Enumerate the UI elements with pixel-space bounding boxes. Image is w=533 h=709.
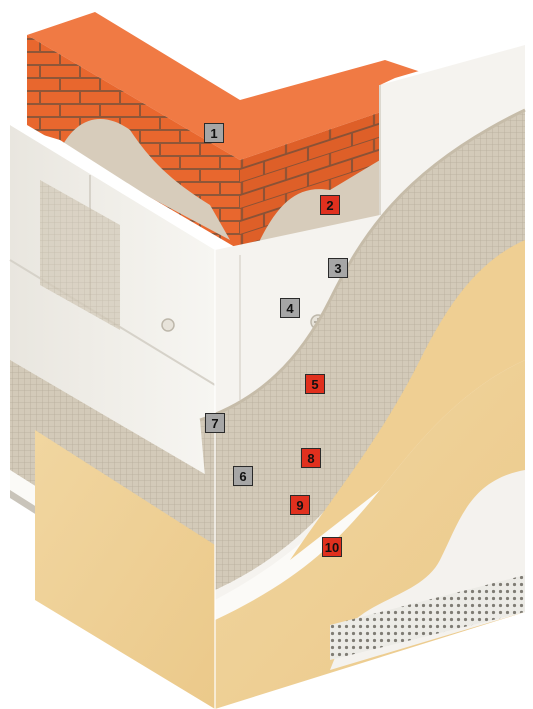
layer-marker-5: 5 bbox=[305, 374, 325, 394]
layer-marker-8: 8 bbox=[301, 448, 321, 468]
base-profile bbox=[330, 470, 525, 670]
layer-marker-9: 9 bbox=[290, 495, 310, 515]
layer-marker-1: 1 bbox=[204, 123, 224, 143]
layer-marker-3: 3 bbox=[328, 258, 348, 278]
layer-marker-2: 2 bbox=[320, 195, 340, 215]
layer-marker-10: 10 bbox=[322, 537, 342, 557]
layer-marker-4: 4 bbox=[280, 298, 300, 318]
layer-marker-6: 6 bbox=[233, 466, 253, 486]
layer-marker-7: 7 bbox=[205, 413, 225, 433]
